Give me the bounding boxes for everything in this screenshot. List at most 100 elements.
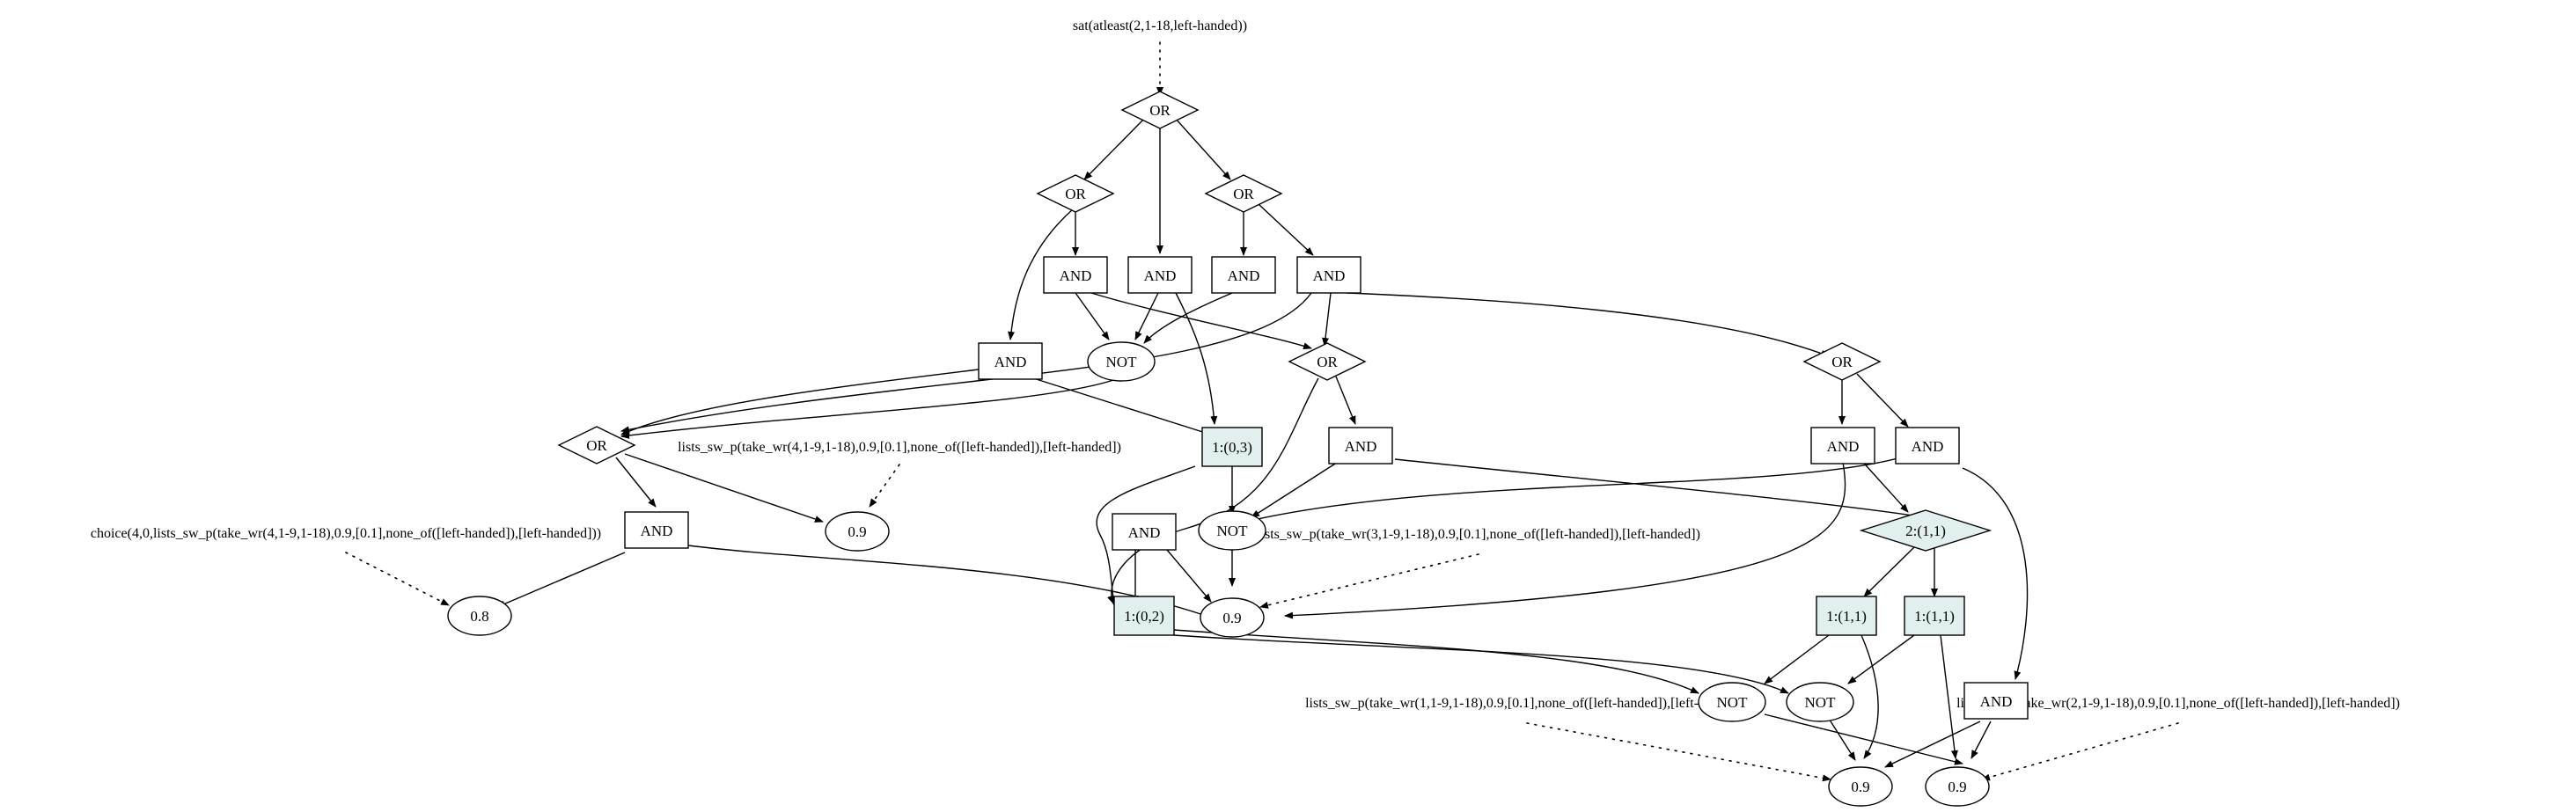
annotation-link-sw4	[869, 464, 900, 508]
switch-box-0-2: 1:(0,2)	[1113, 596, 1175, 636]
svg-text:NOT: NOT	[1217, 523, 1249, 539]
annotations: sat(atleast(2,1-18,left-handed)) choice(…	[91, 18, 2400, 711]
edge	[1394, 458, 1955, 524]
edge	[1940, 634, 1958, 759]
or-node-root: OR	[1120, 91, 1200, 129]
edge	[1134, 292, 1159, 340]
svg-text:OR: OR	[586, 437, 607, 454]
probability-node: 0.9	[1200, 597, 1265, 638]
edge	[1008, 208, 1075, 340]
svg-text:AND: AND	[994, 354, 1027, 370]
svg-text:2:(1,1): 2:(1,1)	[1905, 523, 1946, 539]
edge	[1764, 634, 1830, 684]
edge	[620, 369, 980, 435]
svg-text:OR: OR	[1065, 186, 1086, 202]
switch-annotation-2: lists_sw_p(take_wr(2,1-9,1-18),0.9,[0.1]…	[1956, 696, 2400, 711]
switch-box-1-1-b: 1:(1,1)	[1904, 596, 1965, 636]
edge	[1258, 203, 1314, 256]
and-node: AND	[1810, 427, 1875, 465]
edge	[1143, 292, 1233, 344]
svg-text:AND: AND	[641, 523, 673, 539]
edge	[1075, 292, 1110, 340]
edge	[1096, 465, 1196, 606]
and-node: AND	[1963, 682, 2029, 720]
edge	[1173, 634, 1789, 694]
svg-text:0.9: 0.9	[1851, 779, 1869, 795]
edge	[496, 552, 626, 608]
probability-node: 0.9	[1828, 766, 1893, 807]
edge	[1856, 373, 1909, 428]
svg-text:AND: AND	[1228, 267, 1260, 284]
edge	[1090, 292, 1312, 350]
and-node: AND	[1328, 427, 1393, 465]
edge	[1962, 467, 2029, 680]
not-node: NOT	[1087, 341, 1156, 382]
and-node: AND	[1127, 256, 1193, 294]
and-node: AND	[624, 511, 689, 549]
or-node-lower: OR	[557, 426, 636, 465]
svg-text:1:(1,1): 1:(1,1)	[1914, 608, 1955, 625]
svg-text:NOT: NOT	[1106, 354, 1138, 370]
edge	[1175, 292, 1218, 425]
or-node-far: OR	[1802, 342, 1882, 381]
and-node: AND	[978, 342, 1043, 380]
and-node: AND	[1112, 513, 1177, 551]
or-node-right: OR	[1204, 174, 1283, 213]
edge	[1971, 721, 1992, 759]
edge	[1884, 721, 1981, 768]
svg-text:AND: AND	[1144, 267, 1177, 284]
or-node-left: OR	[1036, 174, 1115, 213]
probability-node: 0.8	[447, 596, 512, 636]
svg-text:1:(0,3): 1:(0,3)	[1212, 439, 1252, 456]
svg-text:OR: OR	[1317, 354, 1338, 370]
and-node: AND	[1211, 256, 1276, 294]
svg-text:1:(1,1): 1:(1,1)	[1826, 608, 1867, 625]
choice-annotation: choice(4,0,lists_sw_p(take_wr(4,1-9,1-18…	[91, 526, 601, 541]
switch-annotation-3: lists_sw_p(take_wr(3,1-9,1-18),0.9,[0.1]…	[1257, 527, 1700, 542]
svg-text:AND: AND	[1827, 438, 1860, 455]
edge	[1764, 713, 1963, 765]
edge	[1863, 546, 1915, 597]
edges	[345, 41, 2179, 782]
edge	[615, 457, 657, 508]
edge	[1249, 457, 1902, 523]
edge	[1027, 376, 1212, 436]
svg-text:OR: OR	[1831, 354, 1853, 370]
probability-node: 0.9	[825, 511, 890, 552]
svg-text:0.9: 0.9	[1948, 779, 1966, 795]
and-node: AND	[1043, 256, 1108, 294]
svg-text:AND: AND	[1980, 693, 2013, 710]
edge	[1346, 292, 1830, 357]
annotation-link-choice	[345, 552, 450, 606]
edge	[1860, 634, 1879, 759]
svg-text:AND: AND	[1345, 438, 1377, 455]
svg-text:AND: AND	[1060, 267, 1092, 284]
edge	[1083, 117, 1146, 180]
edge	[1322, 292, 1332, 347]
probability-node: 0.9	[1925, 766, 1990, 807]
svg-text:NOT: NOT	[1805, 694, 1837, 711]
svg-text:OR: OR	[1149, 102, 1171, 119]
not-node: NOT	[1198, 510, 1266, 551]
switch-diamond-2-1-1: 2:(1,1)	[1859, 509, 1993, 552]
svg-text:1:(0,2): 1:(0,2)	[1124, 608, 1164, 625]
svg-text:OR: OR	[1233, 186, 1254, 202]
edge	[620, 292, 1312, 434]
edge	[1107, 377, 1319, 604]
svg-text:AND: AND	[1912, 438, 1944, 455]
edge	[1825, 713, 1856, 761]
edge	[1251, 458, 1343, 518]
svg-text:AND: AND	[1128, 524, 1161, 541]
edge	[620, 379, 1114, 439]
annotation-link-sw1	[1526, 722, 1831, 782]
not-node: NOT	[1698, 682, 1766, 722]
edge	[1847, 634, 1915, 684]
switch-annotation-4: lists_sw_p(take_wr(4,1-9,1-18),0.9,[0.1]…	[678, 440, 1121, 455]
nodes: OR OR OR AND AND AND AND	[447, 91, 2029, 807]
switch-box-0-3: 1:(0,3)	[1201, 427, 1263, 467]
edge	[1174, 117, 1231, 180]
edge	[1335, 376, 1356, 425]
svg-text:0.9: 0.9	[848, 523, 866, 540]
edge	[1284, 457, 1846, 619]
